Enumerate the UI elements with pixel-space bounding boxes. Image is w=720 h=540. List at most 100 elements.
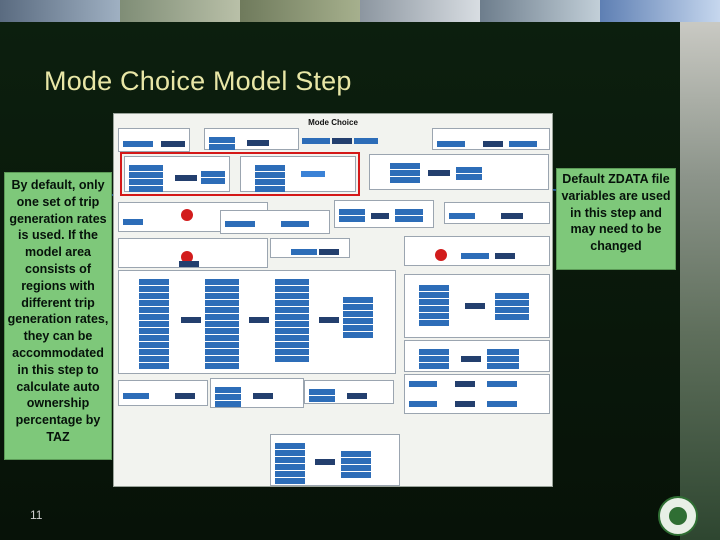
node[interactable] — [275, 471, 305, 477]
node[interactable] — [255, 172, 285, 178]
node[interactable] — [354, 138, 378, 144]
node[interactable] — [343, 325, 373, 331]
node[interactable] — [419, 320, 449, 326]
node[interactable] — [371, 213, 389, 219]
node[interactable] — [201, 171, 225, 177]
node[interactable] — [343, 304, 373, 310]
node[interactable] — [495, 314, 529, 320]
node[interactable] — [341, 472, 371, 478]
node[interactable] — [205, 314, 239, 320]
node[interactable] — [419, 306, 449, 312]
node[interactable] — [487, 363, 519, 369]
node[interactable] — [495, 307, 529, 313]
node[interactable] — [315, 459, 335, 465]
node[interactable] — [175, 393, 195, 399]
node[interactable] — [129, 172, 163, 178]
stop-icon[interactable] — [435, 249, 447, 261]
node[interactable] — [139, 307, 169, 313]
node[interactable] — [275, 335, 309, 341]
node[interactable] — [461, 356, 481, 362]
node[interactable] — [205, 342, 239, 348]
node[interactable] — [129, 165, 163, 171]
node[interactable] — [339, 209, 365, 215]
node[interactable] — [487, 349, 519, 355]
node[interactable] — [483, 141, 503, 147]
node[interactable] — [455, 401, 475, 407]
node[interactable] — [309, 396, 335, 402]
node[interactable] — [139, 363, 169, 369]
node[interactable] — [495, 253, 515, 259]
node[interactable] — [247, 140, 269, 146]
node[interactable] — [209, 144, 235, 150]
node[interactable] — [249, 317, 269, 323]
node[interactable] — [419, 363, 449, 369]
node[interactable] — [343, 332, 373, 338]
node[interactable] — [205, 321, 239, 327]
node[interactable] — [341, 451, 371, 457]
node[interactable] — [332, 138, 352, 144]
node[interactable] — [123, 219, 143, 225]
node[interactable] — [390, 177, 420, 183]
node[interactable] — [409, 381, 437, 387]
node[interactable] — [275, 314, 309, 320]
node[interactable] — [465, 303, 485, 309]
node[interactable] — [487, 401, 517, 407]
node[interactable] — [341, 458, 371, 464]
node[interactable] — [139, 293, 169, 299]
node[interactable] — [437, 141, 465, 147]
node[interactable] — [123, 141, 153, 147]
node[interactable] — [495, 300, 529, 306]
node[interactable] — [275, 457, 305, 463]
node[interactable] — [301, 171, 325, 177]
node[interactable] — [347, 393, 367, 399]
node[interactable] — [161, 141, 185, 147]
node[interactable] — [291, 249, 317, 255]
node[interactable] — [205, 349, 239, 355]
node[interactable] — [205, 356, 239, 362]
node[interactable] — [205, 328, 239, 334]
node[interactable] — [495, 293, 529, 299]
node[interactable] — [253, 393, 273, 399]
node[interactable] — [139, 335, 169, 341]
node[interactable] — [487, 381, 517, 387]
node[interactable] — [341, 465, 371, 471]
node[interactable] — [205, 335, 239, 341]
node[interactable] — [343, 297, 373, 303]
node[interactable] — [275, 321, 309, 327]
node[interactable] — [275, 279, 309, 285]
node[interactable] — [409, 401, 437, 407]
node[interactable] — [343, 311, 373, 317]
node[interactable] — [275, 478, 305, 484]
node[interactable] — [215, 401, 241, 407]
node[interactable] — [419, 349, 449, 355]
node[interactable] — [449, 213, 475, 219]
node[interactable] — [255, 179, 285, 185]
node[interactable] — [129, 179, 163, 185]
node[interactable] — [419, 292, 449, 298]
node[interactable] — [302, 138, 330, 144]
node[interactable] — [419, 356, 449, 362]
node[interactable] — [395, 216, 423, 222]
node[interactable] — [139, 328, 169, 334]
node[interactable] — [201, 178, 225, 184]
node[interactable] — [139, 349, 169, 355]
node[interactable] — [319, 317, 339, 323]
node[interactable] — [205, 363, 239, 369]
node[interactable] — [275, 356, 309, 362]
node[interactable] — [275, 328, 309, 334]
node[interactable] — [428, 170, 450, 176]
node[interactable] — [390, 170, 420, 176]
node[interactable] — [501, 213, 523, 219]
node[interactable] — [281, 221, 309, 227]
node[interactable] — [461, 253, 489, 259]
node[interactable] — [275, 300, 309, 306]
node[interactable] — [275, 293, 309, 299]
node[interactable] — [275, 464, 305, 470]
stop-icon[interactable] — [181, 209, 193, 221]
node[interactable] — [175, 175, 197, 181]
node[interactable] — [275, 450, 305, 456]
node[interactable] — [275, 342, 309, 348]
node[interactable] — [275, 307, 309, 313]
node[interactable] — [209, 137, 235, 143]
node[interactable] — [123, 393, 149, 399]
